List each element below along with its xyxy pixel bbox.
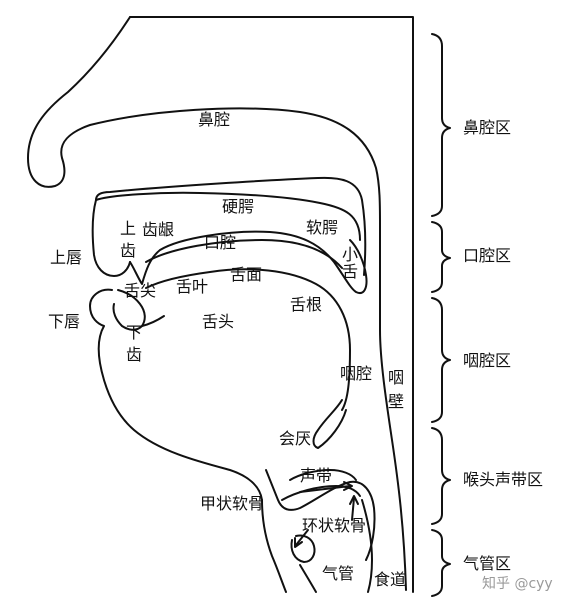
label-lower-teeth-top: 下 (126, 323, 143, 342)
bracket-pharyngeal (431, 297, 451, 423)
label-trachea: 气管 (322, 564, 355, 583)
watermark: 知乎 @cyy (482, 576, 553, 592)
label-nasal-cavity: 鼻腔 (198, 110, 231, 129)
tongue-outline (145, 268, 351, 411)
cricoid-cartilage-outline (290, 534, 316, 563)
region-trachea: 气管区 (463, 554, 512, 573)
thyroid-cartilage-outline (261, 499, 287, 593)
vocal-cord-arrowhead (343, 481, 353, 491)
label-upper-teeth-top: 上 (120, 219, 137, 238)
label-uvula-bottom: 舌 (342, 262, 359, 281)
region-pharyngeal: 咽腔区 (463, 351, 512, 370)
trachea-front (299, 564, 317, 593)
label-alveolar-ridge: 齿龈 (142, 220, 175, 239)
skull-outline (129, 16, 414, 593)
label-oral-cavity: 口腔 (204, 233, 237, 252)
cricoid-arrow-line-2 (351, 497, 355, 521)
label-vocal-cords: 声带 (300, 466, 333, 485)
region-nasal: 鼻腔区 (463, 118, 512, 137)
cricoid-arrowhead-2 (349, 495, 359, 505)
region-oral: 口腔区 (463, 246, 512, 265)
label-cricoid-cartilage: 环状软骨 (302, 516, 367, 535)
bracket-trachea (431, 529, 451, 597)
label-esophagus: 食道 (374, 570, 407, 589)
label-pharynx-wall-top: 咽 (388, 368, 405, 387)
vocal-cord-arrow-line (299, 485, 351, 493)
vocal-cord-lower (281, 485, 361, 501)
larynx-outline (265, 469, 376, 561)
esophagus-front (361, 499, 373, 593)
upper-teeth-outline (129, 230, 368, 294)
label-tongue-surface: 舌面 (230, 265, 263, 284)
label-uvula-top: 小 (342, 245, 359, 264)
label-epiglottis: 会厌 (279, 429, 312, 448)
label-soft-palate: 软腭 (306, 218, 339, 237)
palate-roof (95, 191, 361, 241)
soft-palate-curve (145, 239, 343, 269)
nasal-cavity-outer (27, 16, 407, 591)
label-upper-lip: 上唇 (50, 248, 83, 267)
cricoid-arrow-line (295, 529, 309, 546)
label-tongue-blade: 舌叶 (176, 277, 209, 296)
label-hard-palate: 硬腭 (222, 197, 255, 216)
lower-lip-outline (89, 288, 263, 501)
bracket-larynx (431, 427, 451, 525)
label-lower-teeth-bottom: 齿 (126, 345, 143, 364)
chin-inner (141, 315, 165, 327)
region-larynx: 喉头声带区 (463, 470, 544, 489)
label-tongue-tip: 舌尖 (124, 281, 157, 300)
label-lower-lip: 下唇 (48, 312, 81, 331)
label-upper-teeth-bottom: 齿 (120, 241, 137, 260)
label-tongue-root: 舌根 (290, 295, 323, 314)
label-tongue-body: 舌头 (202, 312, 235, 331)
label-thyroid-cartilage: 甲状软骨 (200, 494, 265, 513)
epiglottis-outline (312, 399, 347, 449)
bracket-nasal (431, 33, 451, 217)
nasal-floor (95, 176, 367, 276)
bracket-oral (431, 221, 451, 293)
label-pharynx-cavity: 咽腔 (340, 364, 373, 383)
upper-lip-outline (91, 199, 131, 277)
vocal-cord-upper (289, 469, 357, 481)
label-pharynx-wall-bottom: 壁 (388, 392, 405, 411)
cricoid-arrowhead (294, 537, 303, 548)
